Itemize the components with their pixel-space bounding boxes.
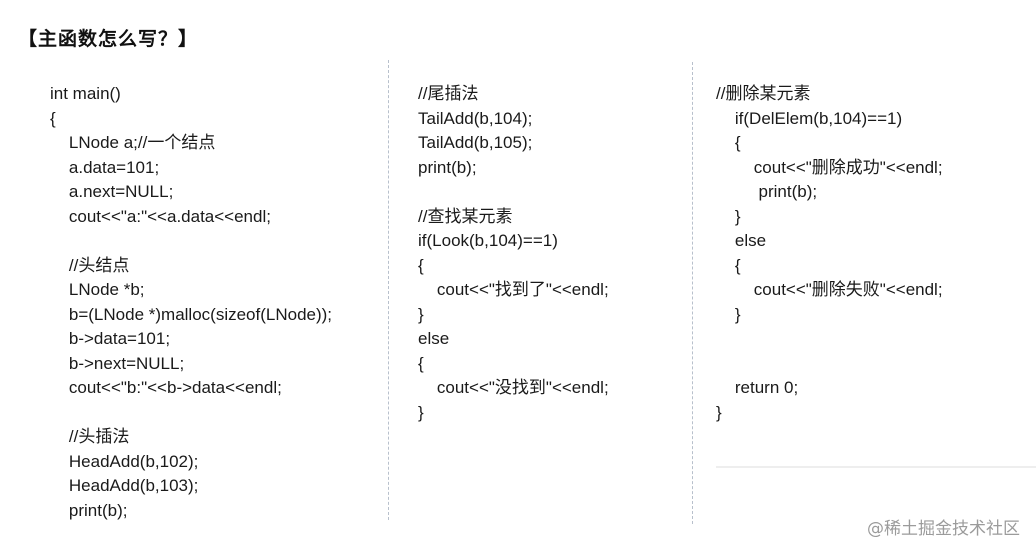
code-line: a.data=101;	[50, 157, 160, 177]
code-line: //查找某元素	[418, 206, 513, 226]
code-line: cout<<"删除失败"<<endl;	[716, 280, 943, 299]
code-line	[50, 401, 332, 426]
code-line: if(DelElem(b,104)==1)	[716, 108, 903, 128]
faint-rule	[716, 466, 1036, 468]
code-line: }	[716, 206, 741, 226]
code-line	[50, 229, 332, 254]
code-column-right: //删除某元素 if(DelElem(b,104)==1) { cout<<"删…	[716, 82, 943, 425]
watermark: @稀土掘金技术社区	[867, 519, 1020, 539]
code-line: }	[418, 304, 424, 324]
code-line: cout<<"a:"<<a.data<<endl;	[50, 206, 271, 226]
code-line: }	[716, 304, 741, 324]
code-line: b->data=101;	[50, 329, 171, 348]
code-column-main: int main() { LNode a;//一个结点 a.data=101; …	[50, 82, 332, 523]
page-title: 【主函数怎么写？】	[18, 29, 199, 50]
code-line: {	[716, 255, 741, 275]
code-line: b=(LNode *)malloc(sizeof(LNode));	[50, 304, 333, 324]
code-line: {	[716, 133, 741, 152]
code-line: {	[418, 255, 424, 275]
code-line: TailAdd(b,105);	[418, 133, 533, 152]
code-line: }	[716, 402, 722, 422]
code-line: //头结点	[50, 255, 130, 275]
code-line: else	[716, 231, 767, 250]
code-line: {	[50, 108, 56, 128]
code-line: cout<<"找到了"<<endl;	[418, 280, 609, 299]
code-line: LNode a;//一个结点	[50, 133, 216, 152]
code-line	[716, 352, 943, 377]
code-line: b->next=NULL;	[50, 353, 185, 373]
code-line: cout<<"b:"<<b->data<<endl;	[50, 378, 282, 397]
code-line: HeadAdd(b,103);	[50, 476, 199, 495]
code-line: print(b);	[418, 157, 477, 177]
code-line: //删除某元素	[716, 84, 811, 103]
code-line: cout<<"删除成功"<<endl;	[716, 157, 943, 177]
code-line	[418, 180, 609, 205]
code-line: if(Look(b,104)==1)	[418, 231, 558, 250]
code-line: else	[418, 329, 450, 348]
code-line: a.next=NULL;	[50, 182, 174, 201]
code-line: LNode *b;	[50, 280, 145, 299]
code-line: int main()	[50, 84, 121, 103]
code-line: //尾插法	[418, 84, 479, 103]
column-divider-2	[692, 62, 693, 524]
code-line: //头插法	[50, 427, 130, 446]
code-line: }	[418, 402, 424, 422]
code-line: print(b);	[50, 500, 128, 520]
code-line: TailAdd(b,104);	[418, 108, 533, 128]
code-line: HeadAdd(b,102);	[50, 451, 199, 471]
code-line: {	[418, 353, 424, 373]
code-line	[716, 327, 943, 352]
code-line: return 0;	[716, 378, 799, 397]
code-line: print(b);	[716, 182, 818, 201]
code-column-middle: //尾插法 TailAdd(b,104); TailAdd(b,105); pr…	[418, 82, 609, 425]
column-divider-1	[388, 60, 389, 520]
code-line: cout<<"没找到"<<endl;	[418, 378, 609, 397]
